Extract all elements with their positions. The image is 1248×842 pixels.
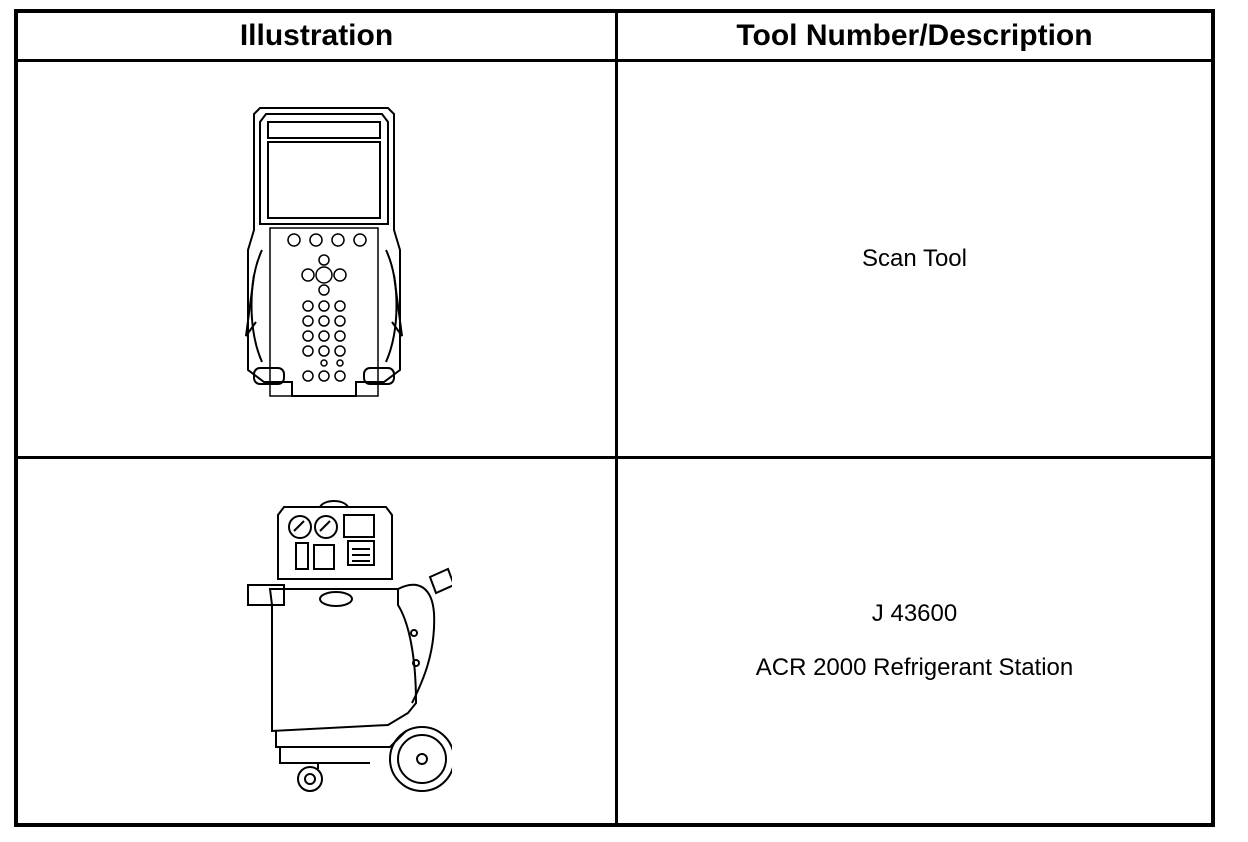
header-divider	[18, 59, 1211, 62]
row-2-illustration	[18, 459, 615, 823]
row-1-illustration	[18, 62, 615, 456]
scan-tool-icon	[245, 107, 403, 397]
header-description: Tool Number/Description	[736, 19, 1093, 52]
row-1-description: Scan Tool	[618, 62, 1211, 456]
tool-description: ACR 2000 Refrigerant Station	[755, 654, 1074, 681]
description-line: Scan Tool	[862, 245, 967, 272]
row-2-description: J 43600 ACR 2000 Refrigerant Station	[618, 459, 1211, 823]
tool-number: J 43600	[871, 600, 958, 627]
row-divider	[18, 456, 1211, 459]
column-divider	[615, 13, 618, 823]
refrigerant-station-icon	[247, 500, 452, 792]
header-illustration: Illustration	[239, 19, 394, 52]
tool-table: Illustration Tool Number/Description	[14, 9, 1215, 827]
